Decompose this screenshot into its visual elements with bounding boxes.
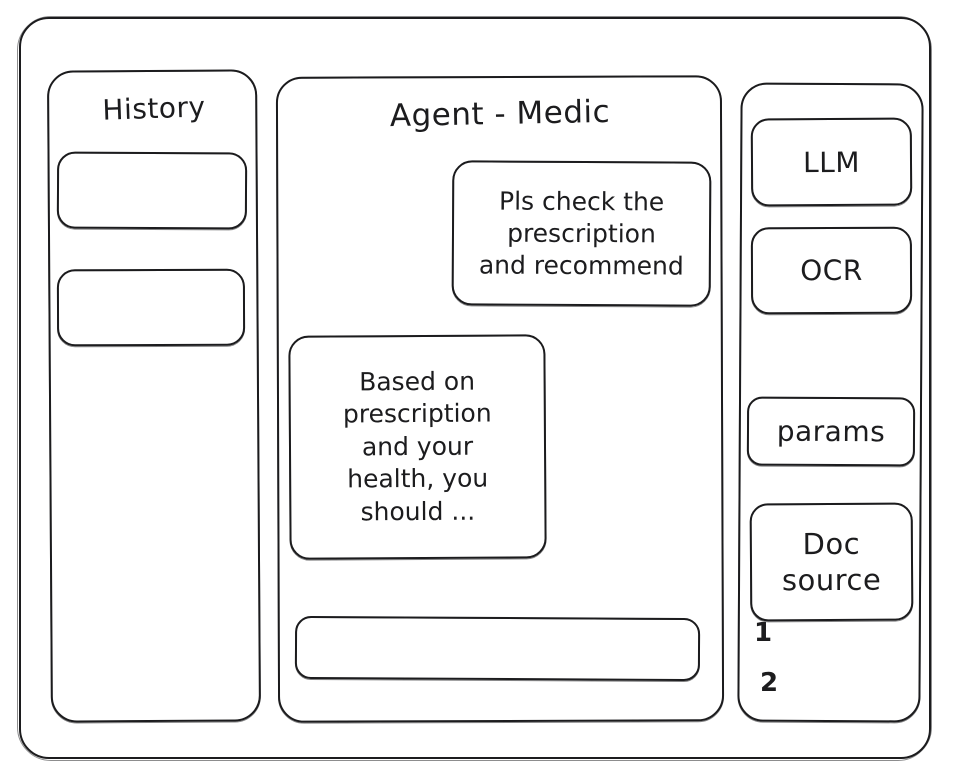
agent-message-bubble: Based on prescription and your health, y… [288,334,547,560]
history-list-item[interactable] [56,268,246,347]
tool-card-ocr[interactable]: OCR [750,226,913,315]
tool-card-params[interactable]: params [746,396,916,467]
tool-card-doc-source-label: Doc source [781,526,882,598]
agent-message-text: Based on prescription and your health, y… [342,366,492,527]
user-message-bubble: Pls check the prescription and recommend [451,160,712,307]
tool-card-llm-label: LLM [802,145,861,179]
tool-card-ocr-label: OCR [800,253,863,288]
tool-card-llm[interactable]: LLM [750,117,913,207]
user-message-text: Pls check the prescription and recommend [478,186,684,281]
doc-source-list-item[interactable]: 1 [754,618,773,648]
message-input[interactable] [294,615,701,682]
doc-source-list-item[interactable]: 2 [760,668,779,698]
history-list-item[interactable] [56,151,248,230]
tool-card-params-label: params [776,414,886,449]
tool-card-doc-source[interactable]: Doc source [749,502,914,622]
